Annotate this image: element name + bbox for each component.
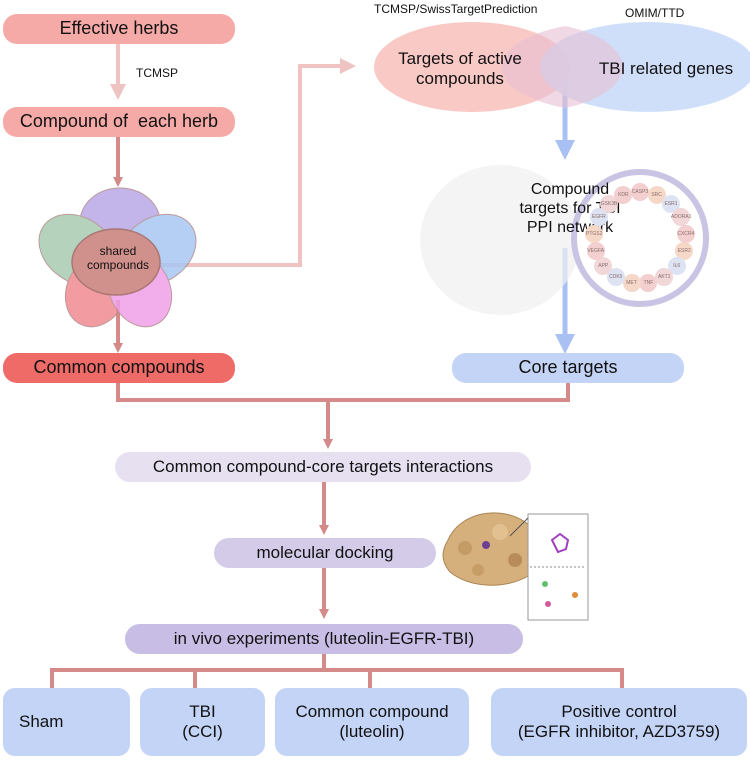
interactions-box: Common compound-core targets interaction… — [115, 452, 531, 482]
tbi-genes-label: TBI related genes — [598, 58, 734, 78]
docking-illustration — [442, 512, 589, 621]
network-node: GSK3B — [600, 195, 618, 213]
network-node: AKT1 — [655, 268, 674, 287]
network-node: SRC — [647, 186, 666, 205]
herb-venn-flower — [38, 187, 197, 328]
network-node: MET — [622, 274, 641, 293]
targets-active-label: Targets of active compounds — [398, 48, 522, 88]
network-node: CDK5 — [606, 268, 625, 287]
network-node: ADORA1 — [671, 208, 691, 227]
group-positive-control-box: Positive control (EGFR inhibitor, AZD375… — [491, 688, 747, 756]
group-positive-control-label: Positive control (EGFR inhibitor, AZD375… — [517, 701, 721, 741]
core-targets-box: Core targets — [452, 353, 684, 383]
network-node: ESR2 — [675, 241, 694, 260]
network-node: IL6 — [667, 256, 686, 275]
effective-herbs-box: Effective herbs — [3, 14, 235, 44]
network-node: VEGFA — [586, 241, 605, 260]
right-source-label: OMIM/TTD — [625, 6, 685, 20]
in-vivo-box: in vivo experiments (luteolin-EGFR-TBI) — [125, 624, 523, 654]
compound-each-herb-label: Compound of each herb — [19, 111, 219, 132]
interactions-label: Common compound-core targets interaction… — [152, 456, 494, 476]
in-vivo-label: in vivo experiments (luteolin-EGFR-TBI) — [173, 628, 475, 648]
fanout-bar — [50, 668, 624, 688]
network-node: EGFR — [589, 208, 608, 227]
merge-line — [116, 381, 570, 402]
group-tbi-label: TBI (CCI) — [182, 701, 223, 741]
group-sham-box: Sham — [3, 688, 130, 756]
docking-label: molecular docking — [256, 542, 394, 562]
network-node: KDR — [614, 186, 633, 205]
network-node: TNF — [639, 274, 658, 293]
compound-each-herb-box: Compound of each herb — [3, 107, 235, 137]
group-tbi-box: TBI (CCI) — [140, 688, 265, 756]
venn-overlap — [501, 26, 623, 108]
tcmsp-label: TCMSP — [136, 66, 178, 80]
arrow-shared-to-targets — [160, 58, 356, 267]
core-targets-label: Core targets — [518, 357, 618, 378]
network-node: PTGS2 — [585, 224, 604, 243]
docking-box: molecular docking — [214, 538, 436, 568]
shared-compounds-label: shared compounds — [86, 243, 150, 272]
group-compound-box: Common compound (luteolin) — [275, 688, 469, 756]
group-sham-label: Sham — [19, 711, 64, 731]
effective-herbs-label: Effective herbs — [59, 18, 179, 39]
network-node: CXCR4 — [676, 224, 695, 243]
network-node: APP — [594, 256, 613, 275]
common-compounds-label: Common compounds — [33, 357, 205, 378]
network-title: Compound targets for TBI PPI network — [519, 181, 621, 237]
left-source-label: TCMSP/SwissTargetPrediction — [374, 2, 538, 16]
network-node: CASP3 — [631, 183, 649, 201]
common-compounds-box: Common compounds — [3, 353, 235, 383]
group-compound-label: Common compound (luteolin) — [295, 701, 449, 741]
